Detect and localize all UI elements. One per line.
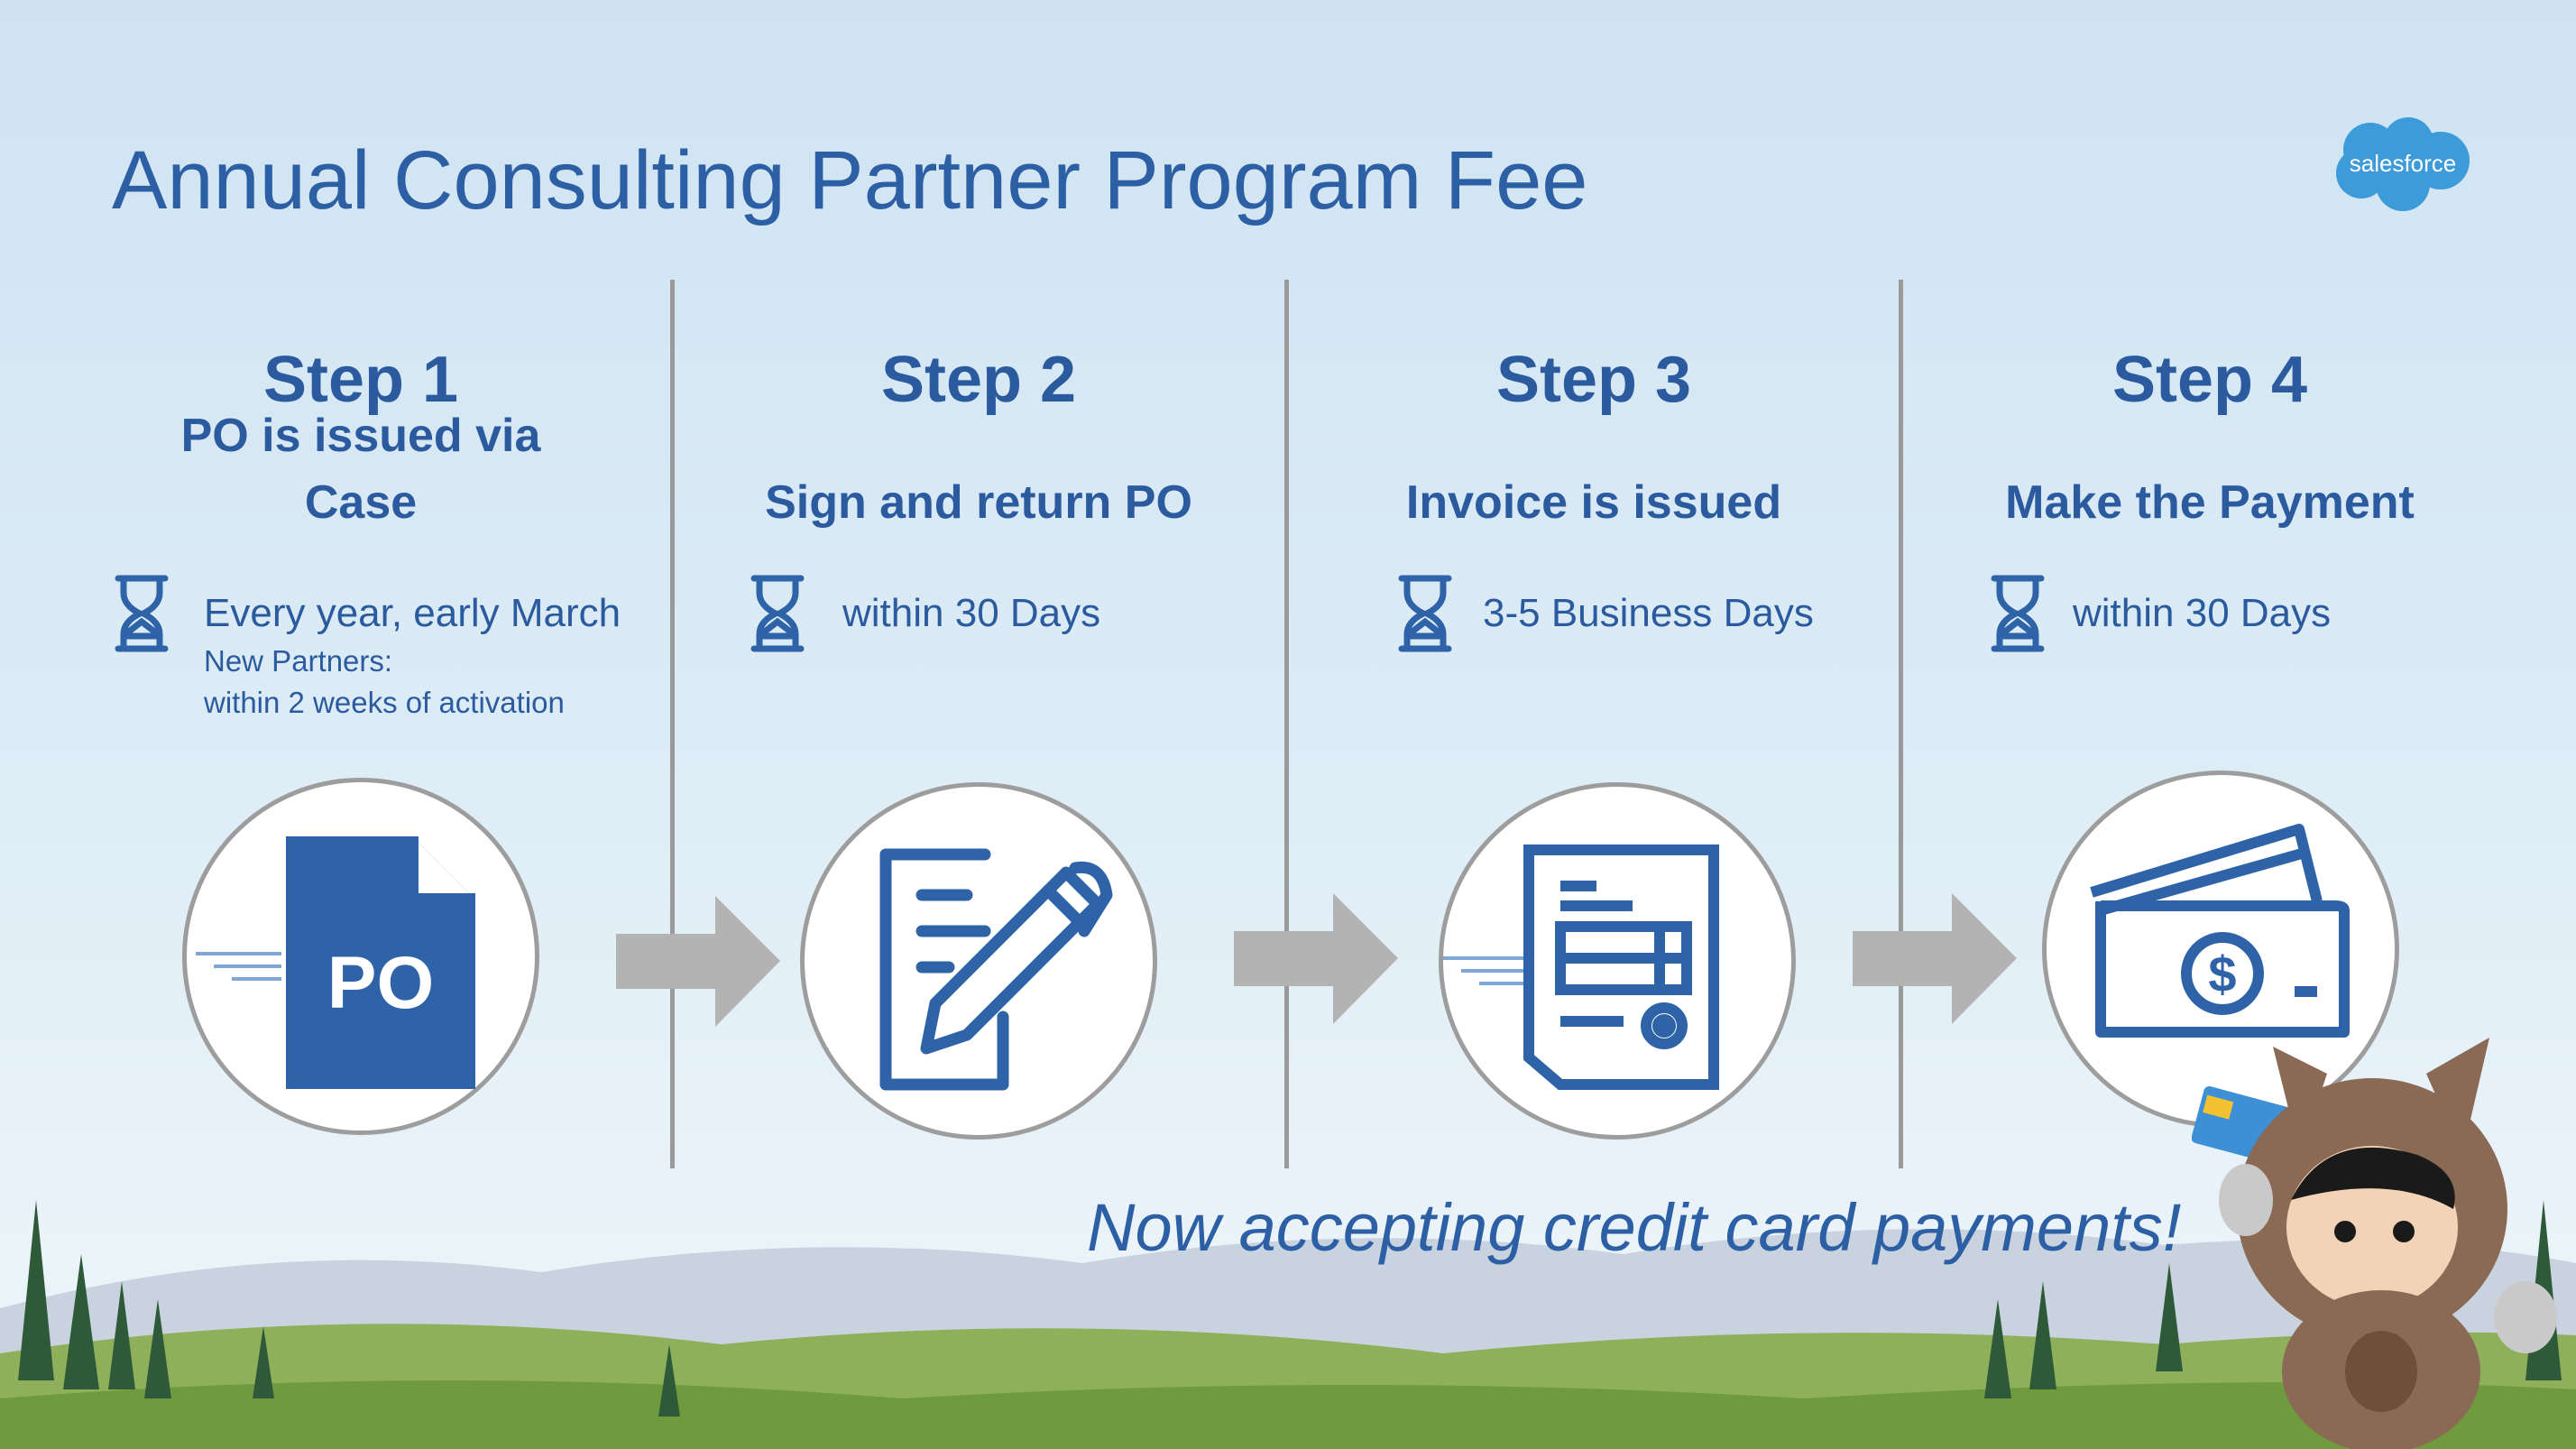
hourglass-icon	[1398, 575, 1452, 652]
step-1-note: within 2 weeks of activation	[204, 686, 565, 719]
hourglass-icon	[750, 575, 805, 652]
arrow-right-icon	[616, 896, 780, 1027]
po-label: PO	[327, 942, 434, 1024]
logo-text: salesforce	[2350, 150, 2457, 177]
step-2-subtitle: Sign and return PO	[765, 476, 1192, 529]
hourglass-icon	[1991, 575, 2045, 652]
step-1-subtitle-line2: Case	[304, 476, 418, 529]
step-1-heading: Step 1	[262, 344, 459, 416]
step-2-timing: within 30 Days	[842, 591, 1101, 635]
step-4-subtitle: Make the Payment	[2005, 476, 2415, 529]
sign-document-icon	[800, 782, 1157, 1140]
arrow-right-icon	[1853, 893, 2017, 1024]
mascot-character	[2192, 1038, 2557, 1449]
wallet-payment-icon: $	[2042, 771, 2399, 1128]
divider	[1284, 280, 1289, 1168]
page-title: Annual Consulting Partner Program Fee	[112, 134, 1588, 226]
step-1-note: New Partners:	[204, 644, 393, 678]
divider	[670, 280, 675, 1168]
hourglass-icon	[115, 575, 169, 652]
step-2-heading: Step 2	[880, 344, 1077, 416]
credit-card-tagline: Now accepting credit card payments!	[1087, 1190, 2182, 1265]
step-3-timing: 3-5 Business Days	[1483, 591, 1814, 635]
step-1-subtitle-line1: PO is issued via	[180, 410, 541, 462]
step-3-subtitle: Invoice is issued	[1405, 476, 1782, 529]
invoice-icon	[1439, 782, 1796, 1140]
step-1-timing: Every year, early March	[204, 591, 621, 635]
salesforce-logo: salesforce	[2334, 115, 2471, 217]
landscape-background	[0, 1200, 2576, 1449]
po-document-icon: PO	[182, 778, 539, 1135]
step-4-heading: Step 4	[2111, 344, 2308, 416]
svg-text:$: $	[2208, 946, 2236, 1002]
step-4-timing: within 30 Days	[2073, 591, 2332, 635]
divider	[1899, 280, 1903, 1168]
arrow-right-icon	[1234, 893, 1398, 1024]
step-3-heading: Step 3	[1495, 344, 1692, 416]
